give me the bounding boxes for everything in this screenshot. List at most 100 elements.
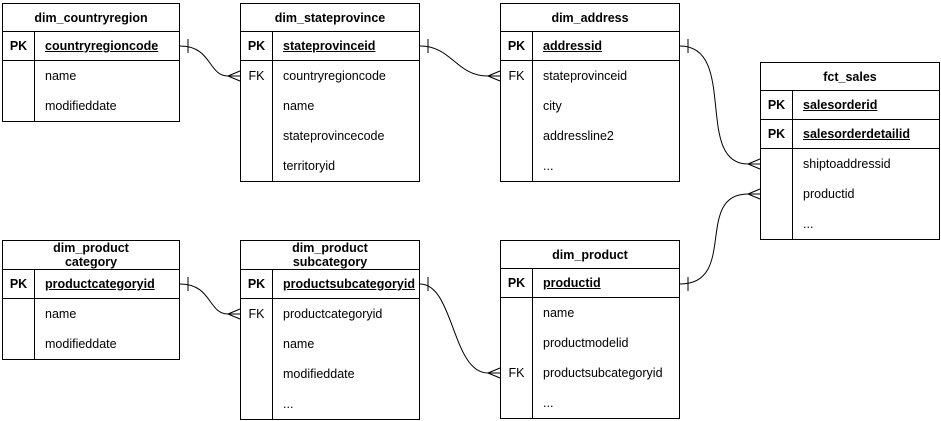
key-label xyxy=(241,329,273,359)
table-row[interactable]: PK countryregioncode xyxy=(3,32,179,61)
table-row[interactable]: PK productcategoryid xyxy=(3,270,179,299)
table-row[interactable]: ... xyxy=(761,209,939,239)
field-name: addressline2 xyxy=(543,129,614,143)
table-row[interactable]: city xyxy=(501,91,679,121)
table-row[interactable]: ... xyxy=(241,389,419,419)
many-crow-foot-icon xyxy=(227,308,241,320)
table-row[interactable]: name xyxy=(241,329,419,359)
table-row[interactable]: territoryid xyxy=(241,151,419,181)
key-label xyxy=(241,151,273,181)
field-name: productid xyxy=(803,187,855,201)
many-crow-foot-icon xyxy=(227,70,241,82)
table-dim-product[interactable]: dim_product PK productid name productmod… xyxy=(500,240,680,419)
relationship-address-fctsales[interactable] xyxy=(679,39,761,170)
field-name: stateprovinceid xyxy=(543,69,628,83)
table-title: fct_sales xyxy=(761,63,939,91)
table-title: dim_product subcategory xyxy=(241,241,419,270)
relationship-stateprovince-address[interactable] xyxy=(419,39,501,82)
edge-line xyxy=(679,45,749,165)
relationship-productcategory-productsubcategory[interactable] xyxy=(179,277,241,320)
table-dim-countryregion[interactable]: dim_countryregion PK countryregioncode n… xyxy=(2,3,180,122)
table-row[interactable]: name xyxy=(501,298,679,328)
key-label xyxy=(3,91,35,121)
field-name: name xyxy=(543,306,575,320)
key-label xyxy=(761,179,793,209)
field-name: territoryid xyxy=(283,159,336,173)
field-name: productsubcategoryid xyxy=(543,366,663,380)
table-row[interactable]: name xyxy=(3,299,179,329)
field-name: modifieddate xyxy=(45,99,117,113)
table-dim-productsubcategory[interactable]: dim_product subcategory PK productsubcat… xyxy=(240,240,420,420)
table-row[interactable]: modifieddate xyxy=(3,91,179,121)
field-name: ... xyxy=(543,396,554,410)
field-name: salesorderid xyxy=(803,98,878,112)
edge-line xyxy=(419,45,489,77)
table-row[interactable]: PK addressid xyxy=(501,32,679,61)
field-name: name xyxy=(283,337,315,351)
table-row[interactable]: FK stateprovinceid xyxy=(501,61,679,91)
key-label: FK xyxy=(241,61,273,91)
field-name: stateprovinceid xyxy=(283,39,376,53)
table-row[interactable]: shiptoaddressid xyxy=(761,149,939,179)
key-label: PK xyxy=(501,269,533,297)
table-fct-sales[interactable]: fct_sales PK salesorderid PK salesorderd… xyxy=(760,62,940,240)
key-label: PK xyxy=(3,270,35,298)
key-label xyxy=(241,121,273,151)
table-row[interactable]: addressline2 xyxy=(501,121,679,151)
key-label xyxy=(3,299,35,329)
key-label xyxy=(241,91,273,121)
field-name: shiptoaddressid xyxy=(803,157,891,171)
key-label: PK xyxy=(761,120,793,148)
key-label: PK xyxy=(3,32,35,60)
key-label xyxy=(501,328,533,358)
field-name: ... xyxy=(283,397,294,411)
field-name: addressid xyxy=(543,39,603,53)
key-label xyxy=(501,388,533,418)
key-label xyxy=(241,359,273,389)
table-title: dim_countryregion xyxy=(3,4,179,32)
table-row[interactable]: modifieddate xyxy=(241,359,419,389)
table-row[interactable]: productmodelid xyxy=(501,328,679,358)
field-name: productsubcategoryid xyxy=(283,277,415,291)
table-dim-productcategory[interactable]: dim_product category PK productcategoryi… xyxy=(2,240,180,360)
table-row[interactable]: productid xyxy=(761,179,939,209)
relationship-product-fctsales[interactable] xyxy=(679,188,761,291)
table-row[interactable]: FK productsubcategoryid xyxy=(501,358,679,388)
key-label xyxy=(501,151,533,181)
table-row[interactable]: PK salesorderdetailid xyxy=(761,120,939,149)
table-row[interactable]: PK productid xyxy=(501,269,679,298)
table-title: dim_stateprovince xyxy=(241,4,419,32)
field-name: name xyxy=(283,99,315,113)
table-row[interactable]: ... xyxy=(501,388,679,418)
table-row[interactable]: ... xyxy=(501,151,679,181)
table-row[interactable]: PK salesorderid xyxy=(761,91,939,120)
field-name: productid xyxy=(543,276,601,290)
relationship-productsubcategory-product[interactable] xyxy=(419,277,501,379)
table-row[interactable]: FK countryregioncode xyxy=(241,61,419,91)
key-label: PK xyxy=(241,32,273,60)
table-row[interactable]: name xyxy=(241,91,419,121)
table-row[interactable]: modifieddate xyxy=(3,329,179,359)
table-title: dim_product category xyxy=(3,241,179,270)
table-row[interactable]: PK stateprovinceid xyxy=(241,32,419,61)
table-title: dim_product xyxy=(501,241,679,269)
field-name: productcategoryid xyxy=(283,307,383,321)
key-label: PK xyxy=(241,270,273,298)
field-name: modifieddate xyxy=(45,337,117,351)
table-dim-address[interactable]: dim_address PK addressid FK stateprovinc… xyxy=(500,3,680,182)
edge-line xyxy=(419,283,489,374)
table-row[interactable]: FK productcategoryid xyxy=(241,299,419,329)
relationship-countryregion-stateprovince[interactable] xyxy=(179,39,241,82)
table-row[interactable]: name xyxy=(3,61,179,91)
many-crow-foot-icon xyxy=(487,70,501,82)
table-row[interactable]: stateprovincecode xyxy=(241,121,419,151)
table-dim-stateprovince[interactable]: dim_stateprovince PK stateprovinceid FK … xyxy=(240,3,420,182)
many-crow-foot-icon xyxy=(747,188,761,200)
key-label xyxy=(761,209,793,239)
table-row[interactable]: PK productsubcategoryid xyxy=(241,270,419,299)
edge-line xyxy=(679,193,749,285)
field-name: productmodelid xyxy=(543,336,629,350)
key-label xyxy=(3,329,35,359)
key-label xyxy=(761,149,793,179)
